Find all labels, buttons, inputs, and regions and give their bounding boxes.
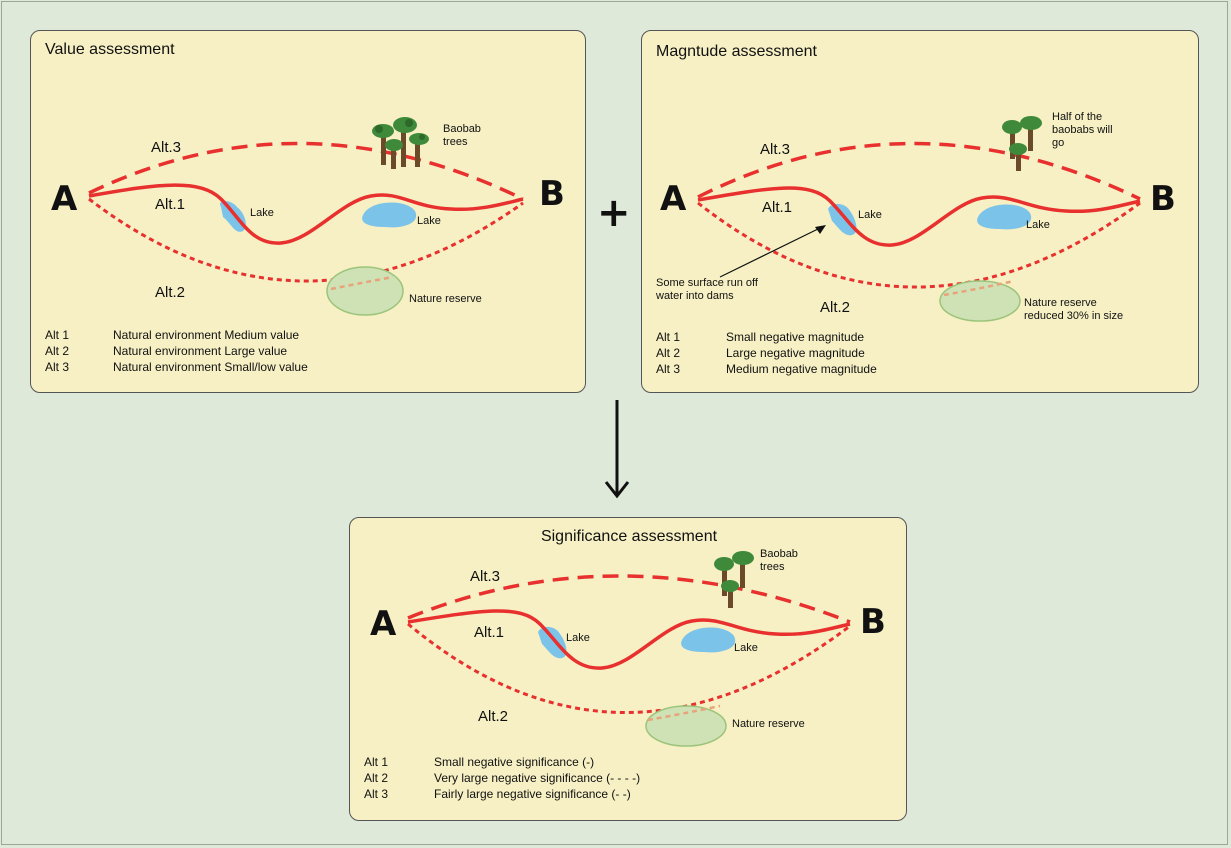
panel-title: Significance assessment [540,528,718,545]
alt2-label: Alt.2 [820,299,851,316]
magnitude-map [697,141,1141,322]
nature-reserve-label: Nature reserve [409,293,482,305]
baobab-trees-icon [372,117,429,169]
alt1-label: Alt.1 [474,624,505,641]
alt2-route [697,201,1141,289]
alt3-label: Alt.3 [151,139,182,156]
point-a-label: A [660,179,687,219]
lake-shape [977,204,1032,230]
value-assessment-panel: Value assessment A B Alt.3 Alt.1 Alt.2 L… [30,30,586,393]
plus-operator: + [597,190,631,236]
lake-shape [362,202,417,228]
point-b-label: B [860,602,886,642]
magnitude-assessment-panel: Magntude assessment A B Alt.3 Alt.1 Alt.… [641,30,1199,393]
alt2-route [88,197,524,283]
lake-label: Lake [417,215,441,227]
lake-label: Lake [734,642,758,654]
nature-reserve-area [326,266,404,316]
alt3-route [88,141,524,201]
down-arrow-icon [604,400,630,499]
value-map [88,141,524,316]
alt1-route [88,183,524,245]
alt2-route [407,622,851,714]
lake-label: Lake [250,207,274,219]
lake-label: Lake [1026,219,1050,231]
alt3-route [697,141,1141,201]
point-b-label: B [539,174,565,214]
alt3-label: Alt.3 [470,568,501,585]
alt1-label: Alt.1 [155,196,186,213]
significance-assessment-panel: Significance assessment A B Alt.3 Alt.1 … [349,517,907,821]
significance-map [407,574,851,747]
point-a-label: A [51,179,78,219]
lake-shape [681,627,736,653]
alt1-route [697,186,1141,247]
nature-reserve-label: Nature reserve [732,718,805,730]
lake-shape [219,201,246,232]
alt2-label: Alt.2 [155,284,186,301]
runoff-arrow [719,226,823,278]
lake-label: Lake [566,632,590,644]
baobab-trees-icon [714,551,754,608]
baobab-trees-icon [1002,116,1042,171]
panel-title: Magntude assessment [656,43,817,60]
lake-shape [828,203,857,236]
point-a-label: A [370,604,397,644]
alt3-label: Alt.3 [760,141,791,158]
alt1-route [407,609,851,670]
alt1-label: Alt.1 [762,199,793,216]
nature-reserve-area [939,280,1021,322]
panel-title: Value assessment [45,41,175,58]
lake-label: Lake [858,209,882,221]
point-b-label: B [1150,179,1176,219]
lake-shape [538,626,567,659]
alt3-route [407,574,851,624]
alt2-label: Alt.2 [478,708,509,725]
